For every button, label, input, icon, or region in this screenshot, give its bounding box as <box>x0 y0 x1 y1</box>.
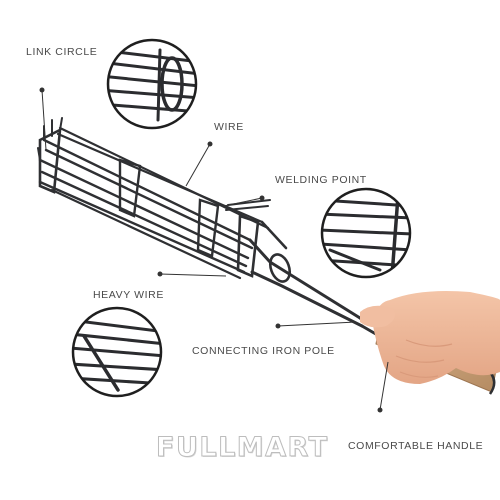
hand <box>360 291 500 384</box>
brand-watermark: FULLMART <box>156 432 329 464</box>
pointer-dots <box>39 87 383 413</box>
zoom-circle-heavy-wire <box>71 306 163 398</box>
label-welding-point: WELDING POINT <box>275 174 367 186</box>
label-heavy-wire: HEAVY WIRE <box>93 289 164 301</box>
label-wire: WIRE <box>214 121 244 133</box>
label-comfortable-handle: COMFORTABLE HANDLE <box>348 440 484 452</box>
zoom-circle-link <box>106 38 198 130</box>
wire-basket <box>37 117 271 280</box>
zoom-circle-welding <box>320 187 412 279</box>
label-connecting-iron-pole: CONNECTING IRON POLE <box>192 345 335 357</box>
label-link-circle: LINK CIRCLE <box>26 46 98 58</box>
pointer-lines <box>41 89 389 411</box>
